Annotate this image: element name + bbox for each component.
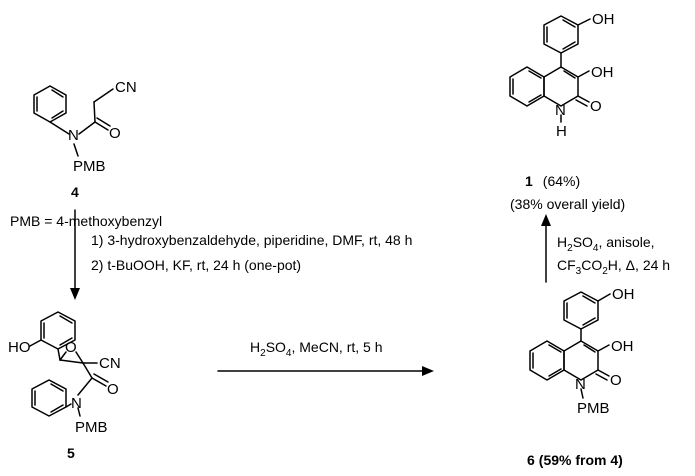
hydroxyl-label-1a: OH (592, 11, 615, 28)
reaction-arrow-2 (217, 366, 434, 376)
hydroxyl-label-6a: OH (612, 286, 635, 303)
compound-6-structure (529, 291, 611, 399)
reaction-arrow-3 (541, 214, 551, 283)
nitrile-label-4: CN (115, 79, 137, 96)
nitrogen-label-6: N (575, 376, 586, 393)
step-3-condition-2: CF3CO2H, Δ, 24 h (557, 257, 670, 277)
compound-5-number: 5 (67, 445, 75, 461)
hydrogen-label-1: H (556, 123, 567, 140)
step-1-condition-1: 1) 3-hydroxybenzaldehyde, piperidine, DM… (91, 232, 412, 248)
step-1-condition-2: 2) t-BuOOH, KF, rt, 24 h (one-pot) (91, 257, 301, 273)
compound-1-caption: 1(64%) (525, 173, 580, 189)
oxygen-label-5: O (107, 381, 119, 398)
compound-4-number: 4 (71, 184, 79, 200)
epoxide-oxygen-label: O (65, 339, 77, 356)
nitrogen-label-5: N (71, 395, 82, 412)
oxygen-label-6: O (610, 372, 622, 389)
pmb-label-6: PMB (577, 400, 610, 417)
overall-yield: (38% overall yield) (510, 196, 625, 212)
compound-5-structure (29, 311, 109, 417)
compound-4-structure (33, 85, 114, 157)
oxygen-label-4: O (109, 125, 121, 142)
hydroxyl-label-1b: OH (591, 64, 614, 81)
pmb-label-4: PMB (73, 158, 106, 175)
reaction-arrow-1 (70, 209, 80, 300)
oxygen-label-1: O (590, 98, 602, 115)
step-3-condition-1: H2SO4, anisole, (557, 234, 655, 254)
step-2-conditions: H2SO4, MeCN, rt, 5 h (250, 339, 383, 359)
compound-1-structure (509, 15, 591, 123)
nitrile-label-5: CN (99, 355, 121, 372)
hydroxyl-label-5: HO (8, 339, 31, 356)
nitrogen-label-1: N (555, 102, 566, 119)
nitrogen-label-4: N (68, 127, 79, 144)
pmb-label-5: PMB (75, 419, 108, 436)
pmb-definition: PMB = 4-methoxybenzyl (10, 213, 162, 229)
compound-6-caption: 6(59% from 4) (527, 452, 623, 468)
hydroxyl-label-6b: OH (611, 338, 634, 355)
